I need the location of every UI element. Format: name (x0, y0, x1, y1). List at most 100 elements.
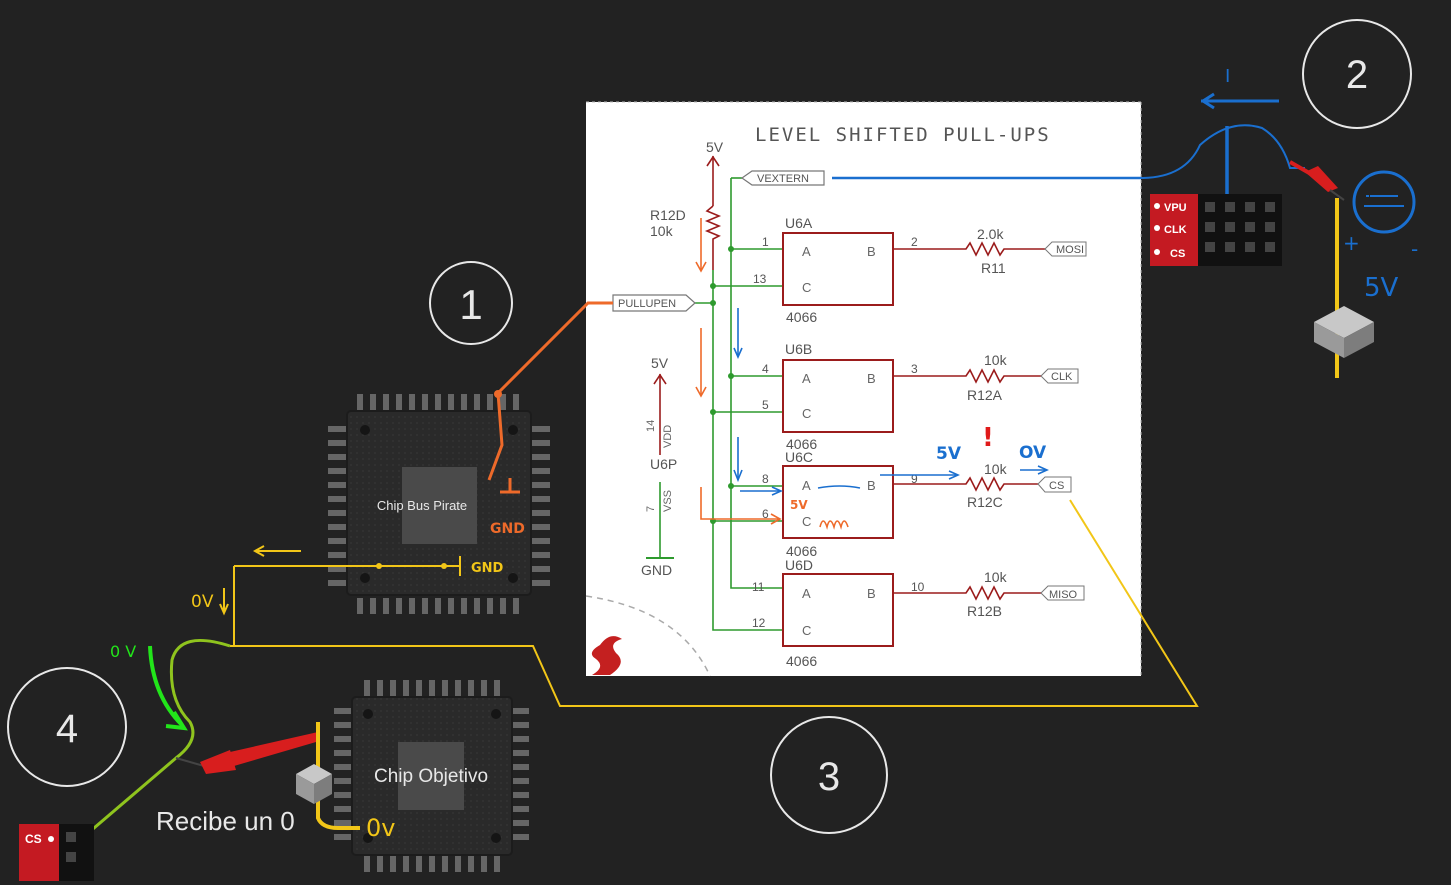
yellow-gnd-wire (219, 499, 1199, 707)
red-probe-bottom (175, 732, 318, 774)
yellow-0v-label: 0V (191, 592, 214, 612)
svg-text:VPU: VPU (1164, 202, 1187, 214)
blue-5v-label: 5V (936, 444, 962, 464)
vextern-net-label: VEXTERN (740, 170, 825, 186)
current-label: I (1225, 66, 1230, 87)
target-yellow-wire (316, 722, 360, 830)
svg-text:CS: CS (1170, 248, 1185, 260)
svg-text:5V: 5V (706, 139, 724, 155)
pullupen-orange-wire (487, 301, 613, 494)
svg-text:C: C (802, 280, 811, 295)
red-probe-top (1289, 160, 1345, 201)
svg-text:VDD: VDD (662, 425, 674, 448)
svg-text:B: B (867, 586, 876, 601)
svg-text:8: 8 (762, 472, 769, 486)
r12d-value: 10k (650, 223, 674, 239)
svg-text:10: 10 (911, 580, 925, 594)
svg-text:B: B (867, 478, 876, 493)
svg-text:A: A (802, 586, 811, 601)
svg-text:R12A: R12A (967, 387, 1003, 403)
svg-text:U6B: U6B (785, 341, 812, 357)
coil-scribble (819, 520, 849, 530)
svg-text:9: 9 (911, 472, 918, 486)
target-0v-label: 0v (366, 814, 395, 842)
svg-text:C: C (802, 514, 811, 529)
target-chip-label: Chip Objetivo (374, 766, 488, 787)
u6p-name: U6P (650, 456, 677, 472)
vextern-wire (832, 92, 1305, 212)
sparkfun-logo (591, 636, 622, 675)
svg-text:10k: 10k (984, 569, 1008, 585)
svg-text:1: 1 (459, 281, 482, 328)
gnd-label: GND (641, 562, 672, 578)
svg-text:R12B: R12B (967, 603, 1002, 619)
svg-text:MOSI: MOSI (1056, 244, 1084, 256)
exclamation-mark: ! (982, 423, 994, 453)
bus-pirate-chip-label: Chip Bus Pirate (377, 498, 467, 513)
step-circle-3: 3 (770, 716, 888, 834)
svg-text:CS: CS (1049, 480, 1064, 492)
resistor-row-miso: MISO 10k R12B (893, 569, 1085, 619)
svg-text:CLK: CLK (1164, 224, 1187, 236)
svg-text:CLK: CLK (1051, 371, 1073, 383)
step-circle-2: 2 (1302, 19, 1412, 129)
svg-text:A: A (802, 244, 811, 259)
green-0v-label: 0 V (110, 642, 136, 661)
svg-text:3: 3 (818, 755, 840, 799)
svg-text:C: C (802, 406, 811, 421)
blue-flow-arrows (733, 308, 1049, 496)
gate-u6d: U6D A C B 11 12 10 4066 (752, 557, 925, 669)
orange-flow-arrows (695, 218, 782, 525)
green-cs-wire (79, 638, 231, 842)
svg-text:4066: 4066 (786, 653, 817, 669)
resistor-row-mosi: MOSI 2.0k R11 (893, 226, 1087, 276)
svg-text:10k: 10k (984, 461, 1008, 477)
svg-text:12: 12 (752, 616, 766, 630)
resistor-row-clk: CLK 10k R12A (893, 352, 1079, 403)
yellow-gnd-label: GND (471, 561, 504, 576)
svg-text:R12C: R12C (967, 494, 1003, 510)
svg-text:4066: 4066 (786, 309, 817, 325)
r12d-name: R12D (650, 207, 686, 223)
step-circle-1: 1 (429, 261, 513, 345)
svg-text:A: A (802, 371, 811, 386)
svg-text:13: 13 (753, 272, 767, 286)
u6p-power-block: 5V 14 VDD U6P VSS 7 GND (641, 355, 677, 578)
plus-sign: + (1343, 231, 1360, 255)
svg-text:2: 2 (1346, 53, 1368, 97)
pullupen-net-label: PULLUPEN (612, 294, 696, 312)
svg-text:U6C: U6C (785, 449, 813, 465)
orange-gnd-label: GND (490, 521, 525, 537)
svg-text:4: 4 (762, 362, 769, 376)
svg-text:5: 5 (762, 398, 769, 412)
svg-text:VSS: VSS (662, 490, 674, 512)
svg-text:R11: R11 (981, 260, 1006, 276)
svg-text:3: 3 (911, 362, 918, 376)
bus-junctions (710, 246, 734, 524)
svg-text:4066: 4066 (786, 436, 817, 452)
grey-block-icon (1314, 306, 1374, 358)
svg-text:CS: CS (25, 832, 42, 846)
resistor-row-cs: CS 10k R12C (893, 461, 1072, 510)
gate-u6a: U6A A C B 1 13 2 4066 (753, 215, 918, 325)
red-5v-label: 5V (790, 498, 808, 512)
target-chip: Chip Objetivo (334, 680, 529, 872)
svg-text:4066: 4066 (786, 543, 817, 559)
svg-text:B: B (867, 371, 876, 386)
gate-u6c: U6C A C B 8 6 9 4066 (762, 449, 918, 559)
schematic-title: LEVEL SHIFTED PULL-UPS (755, 124, 1051, 146)
svg-text:1: 1 (762, 235, 769, 249)
svg-text:7: 7 (645, 506, 657, 512)
svg-text:10k: 10k (984, 352, 1008, 368)
svg-text:5V: 5V (651, 355, 669, 371)
bus-pirate-chip: Chip Bus Pirate (328, 394, 550, 614)
svg-text:4: 4 (56, 707, 78, 751)
gate-u6b: U6B A C B 4 5 3 4066 (762, 341, 918, 452)
supply-5v-top: 5V R12D 10k (650, 139, 724, 270)
svg-text:MISO: MISO (1049, 589, 1078, 601)
schematic-panel: LEVEL SHIFTED PULL-UPS 5V R12D 10k (585, 101, 1142, 677)
minus-sign: - (1411, 237, 1418, 261)
svg-text:B: B (867, 244, 876, 259)
svg-text:14: 14 (645, 420, 657, 432)
